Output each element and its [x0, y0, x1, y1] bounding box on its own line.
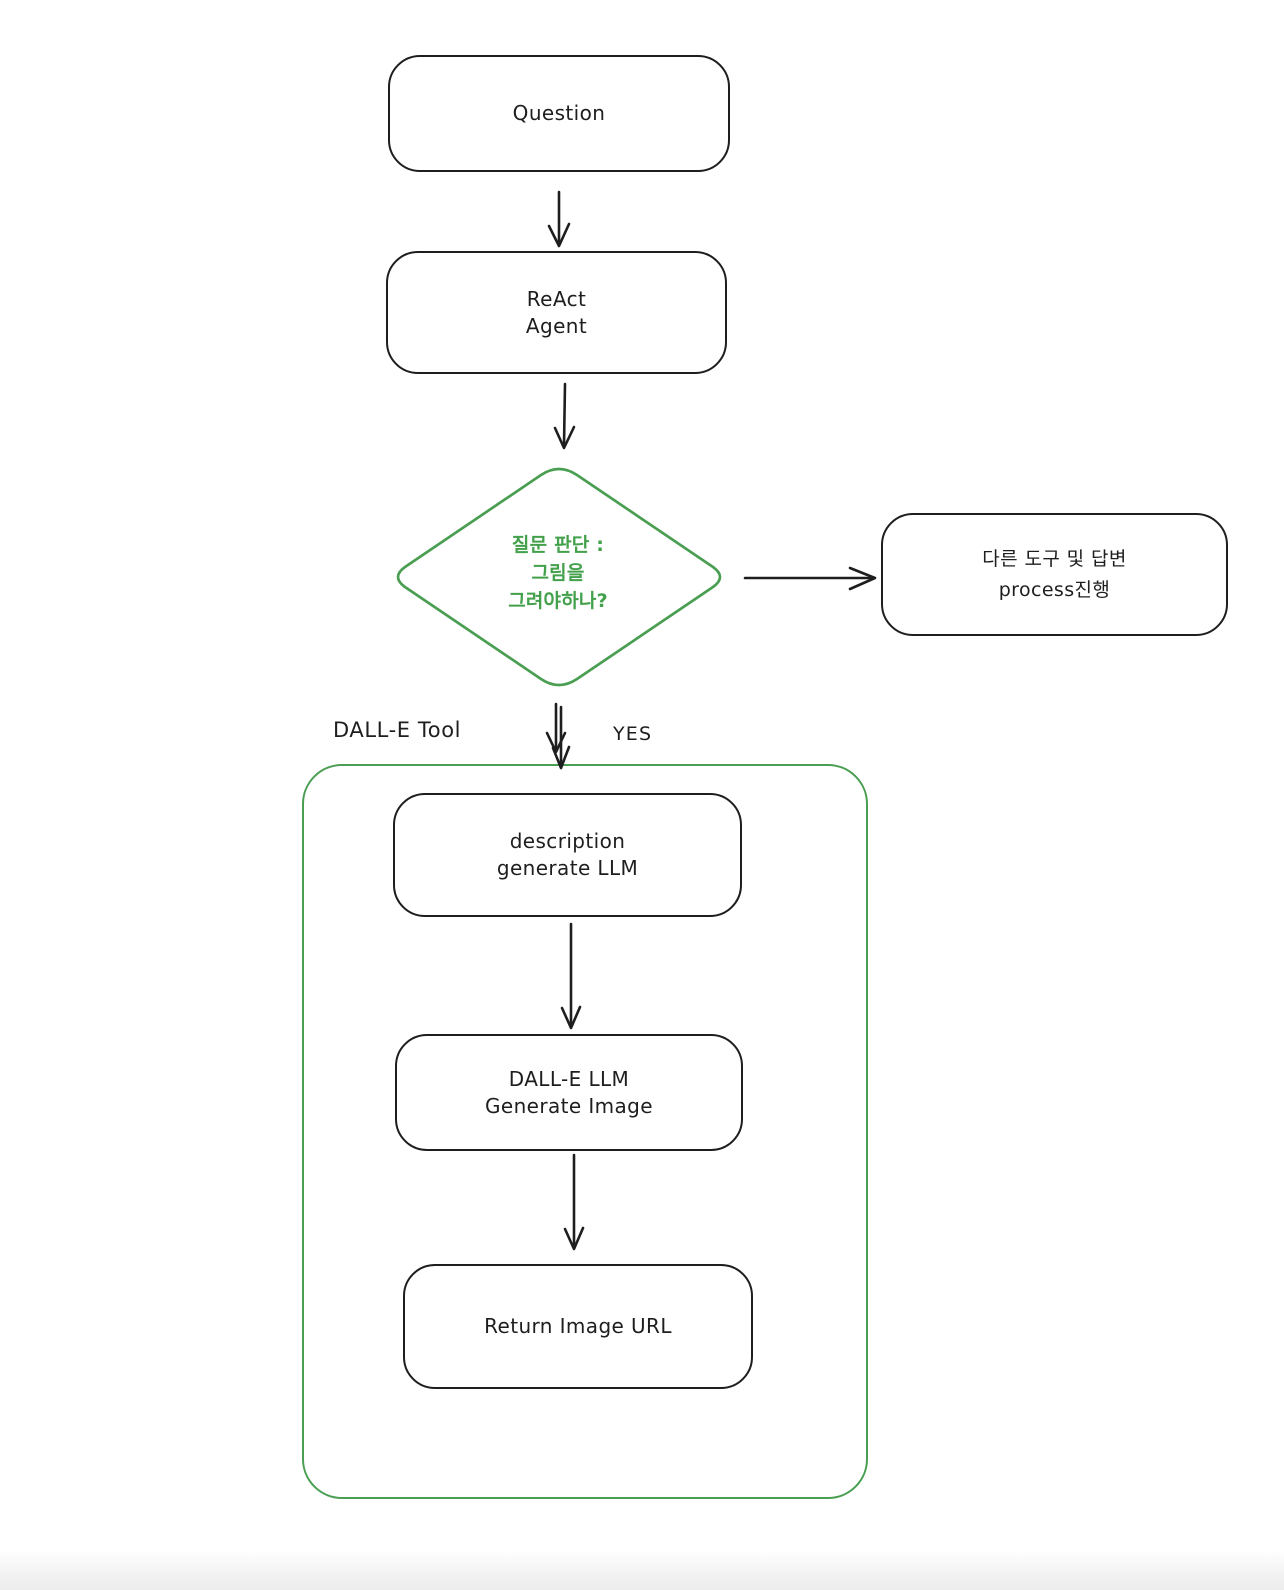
- decision-line1: 질문 판단 :: [511, 534, 605, 556]
- dalle-tool-title-label: DALL-E Tool: [333, 718, 462, 742]
- node-react-agent-line2: Agent: [525, 313, 588, 338]
- node-question-label: Question: [512, 101, 606, 125]
- decision-line2: 그림을: [531, 562, 585, 584]
- arrow-react-to-decision: [553, 382, 576, 450]
- arrow-decision-to-other-tools: [743, 566, 877, 591]
- yes-branch-label: YES: [613, 723, 653, 745]
- node-other-tools-process: 다른 도구 및 답변 process진행: [881, 513, 1228, 636]
- decision-diamond-label: 질문 판단 : 그림을 그려야하나?: [438, 531, 678, 615]
- node-dalle-line1: DALL-E LLM: [508, 1066, 630, 1091]
- node-description-generate-llm: description generate LLM: [393, 793, 742, 917]
- node-dalle-llm-generate-image: DALL-E LLM Generate Image: [395, 1034, 743, 1151]
- node-description-line1: description: [509, 829, 626, 853]
- node-react-agent-line1: ReAct: [526, 286, 587, 311]
- arrow-decision-to-dalle-tool: [545, 702, 571, 770]
- node-other-tools-line1: 다른 도구 및 답변: [982, 547, 1127, 570]
- node-return-label: Return Image URL: [484, 1314, 672, 1338]
- node-return-image-url: Return Image URL: [403, 1264, 753, 1389]
- decision-line3: 그려야하나?: [508, 590, 608, 612]
- node-react-agent: ReAct Agent: [386, 251, 727, 374]
- node-dalle-line2: Generate Image: [484, 1093, 653, 1118]
- node-question: Question: [388, 55, 730, 172]
- node-other-tools-line2: process진행: [998, 578, 1111, 601]
- arrow-question-to-react: [547, 190, 571, 248]
- dalle-tool-container: [302, 764, 868, 1499]
- bottom-fade-strip: [0, 1550, 1284, 1590]
- node-description-line2: generate LLM: [496, 856, 639, 880]
